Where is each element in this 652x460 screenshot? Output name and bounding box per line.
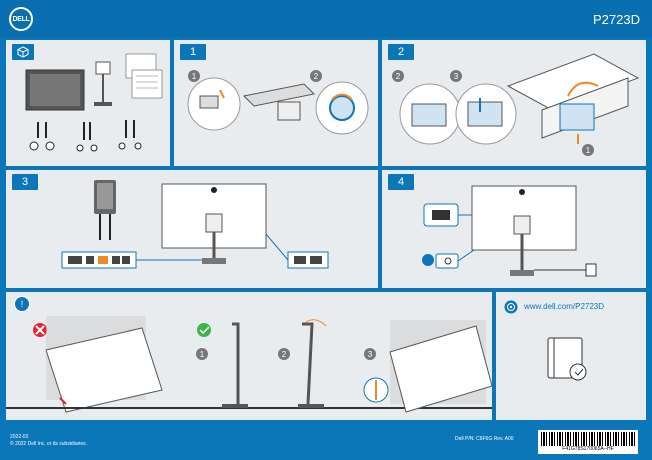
panel-step-3: 3 bbox=[6, 170, 378, 288]
step-1-tag: 1 bbox=[180, 44, 206, 60]
barcode-text: F41G78S170065A--HF bbox=[562, 446, 614, 452]
step-1-sub-2: 2 bbox=[310, 70, 322, 82]
panel-step-4: 4 bbox=[382, 170, 646, 288]
cable-connection-illustration bbox=[61, 180, 329, 269]
barcode-bars bbox=[541, 432, 635, 446]
stand-attach-illustration bbox=[187, 77, 369, 135]
panel-step-2: 2 2 3 4 1 bbox=[382, 40, 646, 166]
panel-box-contents bbox=[6, 40, 170, 166]
web-icon bbox=[504, 300, 518, 314]
copyright: © 2022 Dell Inc. or its subsidiaries. bbox=[10, 441, 88, 447]
step-4-tag: 4 bbox=[388, 174, 414, 190]
barcode: F41G78S170065A--HF bbox=[538, 430, 638, 454]
panel-support bbox=[496, 292, 646, 420]
footer-date-copyright: 2022-02 © 2022 Dell Inc. or its subsidia… bbox=[10, 434, 87, 448]
dell-logo: DELL bbox=[9, 7, 33, 31]
step-2-sub-3: 3 bbox=[450, 70, 462, 82]
box-contents-illustration bbox=[25, 53, 163, 152]
unboxing-illustration bbox=[399, 53, 640, 145]
step-2-sub-1: 1 bbox=[582, 144, 594, 156]
step-2-sub-2: 2 bbox=[392, 70, 404, 82]
documentation-icon bbox=[547, 337, 587, 381]
panel-caution: ! 1 2 3 bbox=[6, 292, 492, 420]
step-3-tag: 3 bbox=[12, 174, 38, 190]
handling-illustration bbox=[6, 316, 492, 413]
print-date: 2022-02 bbox=[10, 434, 29, 440]
model-name: P2723D bbox=[593, 12, 640, 27]
caution-sub-1: 1 bbox=[196, 348, 208, 360]
header-bar: DELL P2723D bbox=[0, 0, 652, 38]
panel-step-1: 1 1 2 bbox=[174, 40, 378, 166]
step-1-sub-1: 1 bbox=[188, 70, 200, 82]
part-number: Dell P/N: C6F6G Rev. A00 bbox=[455, 436, 514, 442]
support-url-link[interactable]: www.dell.com/P2723D bbox=[524, 302, 605, 311]
box-icon bbox=[12, 44, 34, 60]
step-2-tag: 2 bbox=[388, 44, 414, 60]
caution-sub-2: 2 bbox=[278, 348, 290, 360]
caution-sub-3: 3 bbox=[364, 348, 376, 360]
power-connection-illustration bbox=[422, 185, 597, 277]
caution-icon: ! bbox=[14, 296, 30, 312]
